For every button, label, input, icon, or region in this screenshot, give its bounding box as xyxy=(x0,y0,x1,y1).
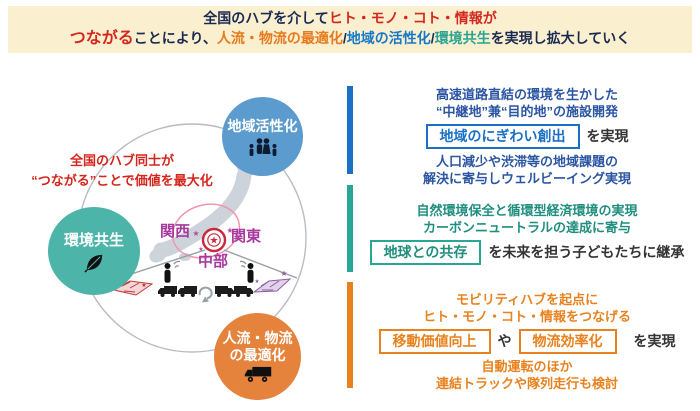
svg-text:★: ★ xyxy=(255,279,260,285)
map-label-kansai: 関西 xyxy=(160,223,191,240)
panel-mobility-line2: ヒト・モノ・コト・情報をつなげる xyxy=(422,309,631,324)
panel-region-line1: 高速道路直結の環境を生かした xyxy=(435,87,618,102)
panel-region-line2: “中継地”兼“目的地”の施設開発 xyxy=(435,104,618,119)
panel-env-highlight-box: 地球との共存 xyxy=(369,240,482,265)
panel-env-line2: カーボンニュートラルの達成に寄与 xyxy=(422,220,631,235)
bubble-env-label: 環境共生 xyxy=(63,232,124,249)
leaf-icon xyxy=(83,254,102,273)
svg-text:★: ★ xyxy=(192,229,199,238)
banner-region-vitalization: 地域の活性化 xyxy=(346,30,431,47)
panel-mobility-line1: モビリティハブを起点に xyxy=(455,292,599,307)
truck-pair-left-icon xyxy=(158,286,197,297)
truck-pair-right-icon xyxy=(215,286,253,297)
panel-region-line3: 人口減少や渋滞等の地域課題の xyxy=(435,154,618,169)
hub-target-icon: ★ xyxy=(201,227,227,253)
svg-text:★: ★ xyxy=(210,236,219,247)
banner-flow-optimization: 人流・物流の最適化 xyxy=(216,30,343,47)
svg-text:★: ★ xyxy=(226,226,233,235)
family-icon xyxy=(249,137,276,156)
hub-sparkle-stars: ★ ★ ★ xyxy=(192,226,233,253)
banner-env-symbiosis: 環境共生 xyxy=(434,30,491,47)
banner-line1: 全国のハブを介してヒト・モノ・コト・情報が xyxy=(203,9,497,29)
panel-mobility-accent-bar xyxy=(347,282,353,388)
panel-mobility-highlight-box1: 移動価値向上 xyxy=(378,329,491,354)
diagram-headline: 全国のハブ同士が “つながる”ことで価値を最大化 xyxy=(20,151,224,191)
banner-line1-dark: 全国のハブを介して xyxy=(203,9,329,26)
banner-slash2: / xyxy=(430,30,435,47)
diagram-headline-line1: 全国のハブ同士が xyxy=(69,153,174,168)
panel-region-highlight-box: 地域のにぎわい創出 xyxy=(425,124,580,149)
banner-line1-red: ヒト・モノ・コト・情報が xyxy=(328,9,497,26)
svg-text:★: ★ xyxy=(280,269,287,278)
bubble-env-symbiosis: 環境共生 xyxy=(48,207,140,295)
panel-region-suffix: を実現 xyxy=(586,128,629,144)
map-purple-icon: ★ ★ xyxy=(252,269,292,293)
banner-tsunagaru: つながる xyxy=(69,30,134,48)
panel-region-vitalization: 高速道路直結の環境を生かした “中継地”兼“目的地”の施設開発 地域のにぎわい創… xyxy=(347,86,695,187)
panel-env-accent-bar xyxy=(347,185,353,272)
map-label-kanto: 関東 xyxy=(231,228,262,245)
banner-line2-dark2: を実現し拡大していく xyxy=(490,30,631,47)
svg-text:★: ★ xyxy=(141,282,146,289)
panel-region-accent-bar xyxy=(347,86,353,174)
panel-mobility-suffix: を実現 xyxy=(633,333,676,349)
bubble-region-label: 地域活性化 xyxy=(227,117,298,134)
panel-mobility-highlight-box2: 物流効率化 xyxy=(518,329,617,354)
truck-icon xyxy=(244,366,271,382)
panel-env-line1: 自然環境保全と循環型経済環境の実現 xyxy=(416,203,638,218)
bubble-region-vitalization: 地域活性化 xyxy=(222,97,303,176)
hub-area-ellipse xyxy=(171,203,241,259)
bubble-flow-optimization: 人流・物流 の最適化 xyxy=(214,313,301,400)
panel-env-suffix: を未来を担う子どもたちに継承 xyxy=(488,244,685,260)
panel-mobility-hub: モビリティハブを起点に ヒト・モノ・コト・情報をつなげる 移動価値向上 や 物流… xyxy=(347,282,695,392)
diagram-headline-line2: “つながる”ことで価値を最大化 xyxy=(31,173,213,189)
banner-line2-dark1: ことにより、 xyxy=(133,30,217,47)
top-banner: 全国のハブを介してヒト・モノ・コト・情報が つながることにより、人流・物流の最適… xyxy=(8,6,692,53)
banner-slash1: / xyxy=(342,30,347,47)
panel-mobility-line3: 自動運転のほか xyxy=(481,359,573,374)
panel-env-symbiosis: 自然環境保全と循環型経済環境の実現 カーボンニュートラルの達成に寄与 地球との共… xyxy=(347,185,695,272)
bubble-flow-label-line2: の最適化 xyxy=(229,347,286,363)
person-signal-right-icon xyxy=(239,260,254,283)
cycle-arrow-icon xyxy=(198,286,213,303)
panel-region-line4: 解決に寄与しウェルビーイング実現 xyxy=(422,171,631,186)
panel-mobility-line4: 連結トラックや隊列走行も検討 xyxy=(435,376,618,391)
bubble-flow-label-line1: 人流・物流 xyxy=(222,330,293,347)
person-signal-left-icon xyxy=(164,260,181,283)
svg-text:★: ★ xyxy=(198,246,203,253)
hub-connection-lines xyxy=(124,249,298,279)
banner-line2: つながることにより、人流・物流の最適化/地域の活性化/環境共生を実現し拡大してい… xyxy=(70,28,631,50)
map-label-chubu: 中部 xyxy=(198,253,229,270)
panel-mobility-connector: や xyxy=(497,333,512,349)
